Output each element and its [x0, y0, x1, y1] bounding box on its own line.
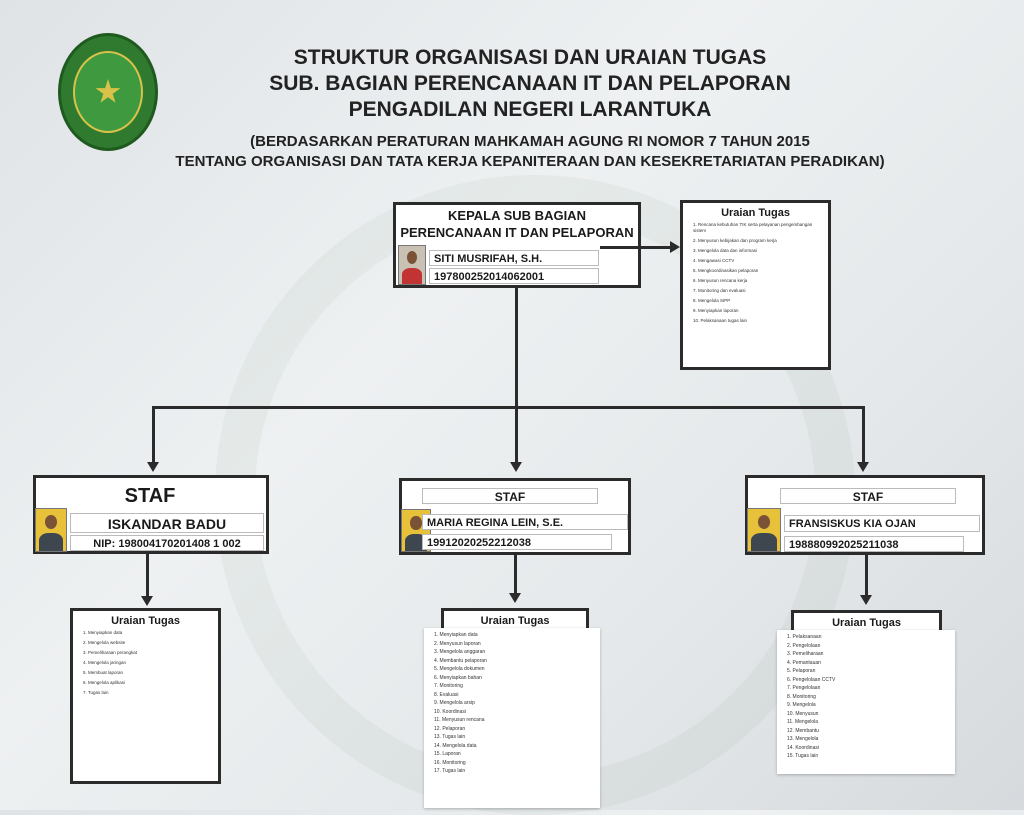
arrow-down-icon	[857, 462, 869, 472]
list-item: 7. Monitoring	[434, 683, 463, 689]
list-item: 3. Mengelola anggaran	[434, 649, 486, 655]
list-item: 14. Mengelola data	[434, 742, 477, 749]
head-task-title: Uraian Tugas	[721, 207, 790, 219]
page-title-line2: SUB. BAGIAN PERENCANAAN IT DAN PELAPORAN	[269, 72, 791, 95]
connector-line	[515, 406, 518, 462]
head-name: SITI MUSRIFAH, S.H.	[429, 250, 599, 266]
list-item: 17. Tugas lain	[434, 768, 466, 774]
arrow-down-icon	[860, 595, 872, 605]
list-item: 4. Mengelola jaringan	[83, 660, 127, 665]
arrow-down-icon	[141, 596, 153, 606]
staff-task-title-3: Uraian Tugas	[832, 617, 901, 629]
connector-line	[515, 288, 518, 408]
list-item: 3. Mengelola data dan informasi	[693, 248, 758, 253]
list-item: 1. Menyiapkan data	[83, 630, 123, 635]
connector-line	[600, 246, 670, 249]
list-item: 4. Pemantauan	[787, 659, 821, 666]
connector-line	[865, 555, 868, 595]
court-emblem-icon	[58, 33, 158, 151]
staff-name-3: FRANSISKUS KIA OJAN	[784, 515, 980, 532]
list-item: 13. Mengelola	[787, 736, 819, 742]
list-item: 12. Pelaporan	[434, 725, 466, 732]
staff-task-title-2: Uraian Tugas	[480, 615, 550, 627]
list-item: 16. Monitoring	[434, 759, 466, 766]
arrow-down-icon	[510, 462, 522, 472]
list-item: 3. Pemeliharaan perangkat	[83, 650, 138, 655]
list-item: 7. Pengelolaan	[787, 685, 821, 691]
staff-nip-3: 198880992025211038	[784, 536, 964, 552]
head-nip: 197800252014062001	[429, 268, 599, 284]
staff-photo-1	[35, 508, 67, 552]
list-item: 8. Mengelola SIPP	[693, 298, 731, 303]
list-item: 11. Menyusun rencana	[434, 717, 485, 723]
list-item: 5. Mengelola dokumen	[434, 666, 485, 672]
list-item: 5. Pelaporan	[787, 668, 816, 674]
list-item: 9. Mengelola arsip	[434, 700, 475, 706]
staff-nip-1: NIP: 198004170201408 1 002	[70, 535, 264, 551]
page-subtitle-line2: TENTANG ORGANISASI DAN TATA KERJA KEPANI…	[175, 153, 885, 170]
list-item: 6. Menyiapkan bahan	[434, 674, 482, 681]
list-item: 4. Mengawasi CCTV	[693, 258, 735, 263]
connector-line	[152, 406, 865, 409]
arrow-down-icon	[147, 462, 159, 472]
head-task-box: Uraian Tugas 1. Rencana kebutuhan TIK se…	[680, 200, 831, 370]
arrow-right-icon	[670, 241, 680, 253]
page-title-line1: STRUKTUR ORGANISASI DAN URAIAN TUGAS	[293, 46, 767, 69]
list-item: 6. Pengelolaan CCTV	[787, 676, 836, 683]
staff-label-2: STAF	[422, 488, 598, 504]
list-item: 9. Mengelola	[787, 702, 816, 708]
connector-line	[514, 555, 517, 593]
list-item: 6. Menyusun rencana kerja	[693, 278, 748, 283]
list-item: 1. Pelaksanaan	[787, 634, 822, 640]
list-item: 3. Pemeliharaan	[787, 651, 824, 657]
list-item: 15. Laporan	[434, 751, 461, 757]
list-item: 2. Menyusun laporan	[434, 640, 481, 647]
connector-line	[146, 554, 149, 596]
list-item: 4. Membantu pelaporan	[434, 657, 487, 664]
list-item: 13. Tugas lain	[434, 734, 466, 740]
list-item: 12. Membantu	[787, 727, 819, 734]
head-title: KEPALA SUB BAGIAN PERENCANAAN IT DAN PEL…	[400, 208, 634, 240]
staff-task-list-2: 1. Menyiapkan data 2. Menyusun laporan 3…	[424, 628, 600, 775]
staff-task-title-1: Uraian Tugas	[111, 615, 180, 627]
staff-task-sheet-2: 1. Menyiapkan data 2. Menyusun laporan 3…	[424, 628, 600, 808]
list-item: 10. Koordinasi	[434, 708, 466, 715]
list-item: 5. Membuat laporan	[83, 670, 124, 675]
connector-line	[152, 406, 155, 462]
staff-nip-2: 19912020252212038	[422, 534, 612, 550]
list-item: 9. Menyiapkan laporan	[693, 308, 739, 313]
staff-task-box-1: Uraian Tugas 1. Menyiapkan data 2. Menge…	[70, 608, 221, 784]
head-photo	[398, 245, 426, 285]
arrow-down-icon	[509, 593, 521, 603]
staff-label-1: STAF	[124, 485, 176, 507]
list-item: 11. Mengelola	[787, 719, 819, 725]
list-item: 10. Pelaksanaan tugas lain	[693, 318, 748, 323]
list-item: 10. Menyusun	[787, 710, 819, 717]
staff-task-sheet-3: 1. Pelaksanaan 2. Pengelolaan 3. Pemelih…	[777, 630, 955, 774]
staff-photo-3	[747, 508, 781, 552]
list-item: 1. Rencana kebutuhan TIK serta pelayanan…	[693, 222, 813, 233]
staff-label-3: STAF	[780, 488, 956, 504]
staff-name-1: ISKANDAR BADU	[70, 513, 264, 533]
list-item: 2. Mengelola website	[83, 640, 126, 645]
list-item: 2. Menyusun kebijakan dan program kerja	[693, 238, 777, 243]
staff-name-2: MARIA REGINA LEIN, S.E.	[422, 514, 628, 530]
head-task-list: 1. Rencana kebutuhan TIK serta pelayanan…	[683, 222, 828, 324]
list-item: 1. Menyiapkan data	[434, 632, 478, 638]
list-item: 7. Tugas lain	[83, 690, 109, 695]
list-item: 8. Evaluasi	[434, 691, 459, 698]
list-item: 2. Pengelolaan	[787, 642, 821, 649]
staff-task-list-1: 1. Menyiapkan data 2. Mengelola website …	[73, 630, 218, 696]
connector-line	[862, 406, 865, 462]
page-title-line3: PENGADILAN NEGERI LARANTUKA	[348, 98, 712, 121]
list-item: 5. Mengkoordinasikan pelaporan	[693, 268, 759, 273]
staff-task-list-3: 1. Pelaksanaan 2. Pengelolaan 3. Pemelih…	[777, 630, 955, 760]
page-subtitle-line1: (BERDASARKAN PERATURAN MAHKAMAH AGUNG RI…	[250, 133, 810, 150]
list-item: 15. Tugas lain	[787, 753, 819, 759]
list-item: 14. Koordinasi	[787, 744, 819, 751]
list-item: 6. Mengelola aplikasi	[83, 680, 126, 685]
list-item: 7. Monitoring dan evaluasi	[693, 288, 746, 293]
list-item: 8. Monitoring	[787, 693, 816, 700]
